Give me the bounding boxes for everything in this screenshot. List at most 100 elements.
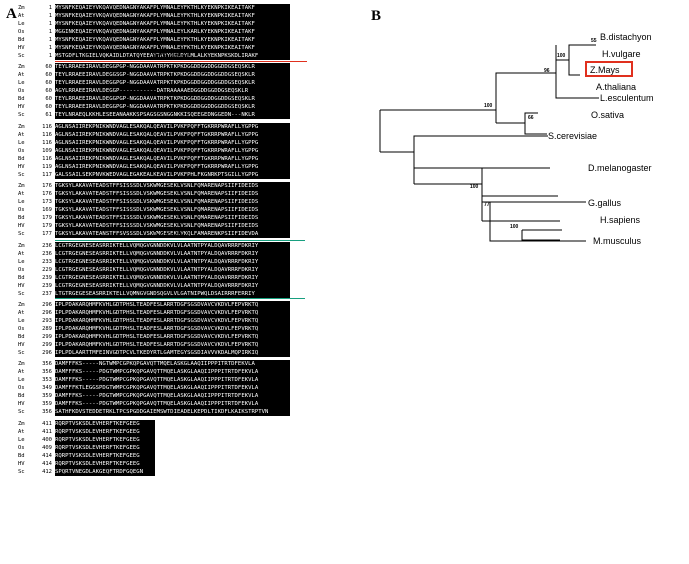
species-label: HV <box>18 223 25 229</box>
sequence-text: TEYLRRAEEIRAVLDEGGPGP-NGGDAAVATRPKTKPKDG… <box>55 79 290 87</box>
species-label: Sc <box>18 469 25 475</box>
residue-position: 411 <box>42 421 52 427</box>
residue-position: 356 <box>42 409 52 415</box>
taxon-o-sativa: O.sativa <box>591 110 624 120</box>
sequence-text: MSTGDFLTKGIELVQKAIDLDTATQYEEAYTAYYNGLDYL… <box>55 52 290 60</box>
sequence-text: AGLNSAIIREKPNIKWNDVAGLESAKQALQEAVILPVKFP… <box>55 147 290 155</box>
residue-position: 177 <box>42 231 52 237</box>
species-label: Bd <box>18 96 25 102</box>
taxon-h-sapiens: H.sapiens <box>600 215 641 225</box>
sequence-text: TGKSYLAKAVATEADSTFFSISSSDLVSKWMGESEKLVSN… <box>55 222 290 230</box>
species-label: Bd <box>18 215 25 221</box>
sequence-text: AGLNSAIIREKPNIKWNDVAGLESAKQALQEAVILPVKFP… <box>55 123 290 131</box>
sequence-text: TEYLRRAEEIRAVLDEGGPGP-NGGDAAVATRPKTKPKDG… <box>55 103 290 111</box>
species-label: Sc <box>18 409 25 415</box>
residue-position: 173 <box>42 199 52 205</box>
species-label: Sc <box>18 112 25 118</box>
residue-position: 412 <box>42 469 52 475</box>
residue-position: 239 <box>42 275 52 281</box>
residue-position: 299 <box>42 334 52 340</box>
sequence-text: LCGTRGEGNESEASRRIKTELLVQMQGVGNNDDKVLVLAA… <box>55 242 290 250</box>
sequence-text: SPQRTVNEGDLAKGEQFTRDFGQEGN <box>55 468 155 476</box>
sequence-text: TGKSYLAKAVATEADSTFFSISSSDLVSKWMGESEKLVSN… <box>55 214 290 222</box>
sequence-text: IPLPDAKARQHMFKVHLGDTPHSLTEADFESLARRTDGFS… <box>55 325 290 333</box>
sequence-text: AGLNSAIIREKPNIKWNDVAGLESAKQALQEAVILPVKFP… <box>55 155 290 163</box>
mit-domain-label: MIT domain <box>154 52 190 60</box>
species-label: Sc <box>18 291 25 297</box>
phylogenetic-tree: B.distachyon H.vulgare Z.Mays A.thaliana… <box>379 32 654 246</box>
residue-position: 116 <box>42 156 52 162</box>
species-label: Bd <box>18 37 25 43</box>
species-label: Le <box>18 318 25 324</box>
species-label: Le <box>18 377 25 383</box>
residue-position: 411 <box>42 429 52 435</box>
aaa-domain-bar <box>55 298 305 299</box>
panel-label-b: B <box>371 8 382 24</box>
residue-position: 60 <box>45 104 52 110</box>
species-label: Zm <box>18 302 25 308</box>
sequence-text: AGLNSAIIREKPNIKWNDVAGLESAKQALQEAVILPVKFP… <box>55 163 290 171</box>
tree-branch <box>496 112 547 135</box>
sequence-text: IPLPDAKARQHMFKVHLGDTPHSLTEADFESLARRTDGFS… <box>55 333 290 341</box>
sequence-text: DAMFFFKS-----NGTWMPCGPKQPGAVQTTMQELASKGL… <box>55 360 290 368</box>
taxon-b-distachyon: B.distachyon <box>600 32 652 42</box>
sequence-text: MYSNFKEQAIEYVKQAVQEDNAGNYAKAFPLYMNALEYFK… <box>55 4 290 12</box>
species-label: Le <box>18 80 25 86</box>
residue-position: 414 <box>42 461 52 467</box>
residue-position: 229 <box>42 267 52 273</box>
species-label: HV <box>18 283 25 289</box>
species-label: At <box>18 132 25 138</box>
species-label: Bd <box>18 275 25 281</box>
residue-position: 299 <box>42 342 52 348</box>
residue-position: 400 <box>42 437 52 443</box>
sequence-text: TEYLNRAEQLKKHLESEEANAAKKSPSAGSGSNGGNKKIS… <box>55 111 290 119</box>
sequence-text: DAMFFFKS-----PDGTWMPCGPKQPGAVQTTMQELASKG… <box>55 376 290 384</box>
species-label: Sc <box>18 350 25 356</box>
residue-position: 119 <box>42 164 52 170</box>
sequence-text: AGLNSAIIREKPNIKWNDVAGLESAKQALQEAVILPVKFP… <box>55 131 290 139</box>
tree-branch <box>380 135 548 184</box>
species-label: Zm <box>18 243 25 249</box>
bootstrap-label: 100 <box>510 224 519 230</box>
taxon-a-thaliana: A.thaliana <box>596 82 636 92</box>
residue-position: 179 <box>42 223 52 229</box>
residue-position: 359 <box>42 401 52 407</box>
sequence-text: RQRPTVSKSDLEVHERFTKEFGEEG <box>55 420 155 428</box>
residue-position: 233 <box>42 259 52 265</box>
residue-position: 1 <box>48 53 52 59</box>
tree-branch <box>482 195 586 242</box>
sequence-text: MGGINKEQAIEYVKQAVQEDNAGNYAKAFPLYMNALEYLK… <box>55 28 290 36</box>
residue-position: 356 <box>42 369 52 375</box>
species-label: Sc <box>18 231 25 237</box>
residue-position: 60 <box>45 80 52 86</box>
taxon-d-melanogaster: D.melanogaster <box>588 163 652 173</box>
species-label: Bd <box>18 334 25 340</box>
residue-position: 293 <box>42 318 52 324</box>
species-label: At <box>18 191 25 197</box>
species-label: HV <box>18 164 25 170</box>
species-label: Bd <box>18 393 25 399</box>
sequence-text: AGLNSAIIREKPNIKWNDVAGLESAKQALQEAVILPVKFP… <box>55 139 290 147</box>
residue-position: 1 <box>48 13 52 19</box>
residue-position: 60 <box>45 96 52 102</box>
species-label: Zm <box>18 5 25 11</box>
sequence-text: RQRPTVSKSDLEVHERFTKEFGEEG <box>55 428 155 436</box>
species-label: HV <box>18 104 25 110</box>
species-label: At <box>18 369 25 375</box>
sequence-text: TGKSYLAKAVATEANSTFFSVSSSDLVSKWMGESEKLVKQ… <box>55 230 290 238</box>
sequence-text: MYSNFKEQAIEYVKQAVQEDNAGNYAKAFPLYMNALEYFK… <box>55 12 290 20</box>
species-label: At <box>18 310 25 316</box>
species-label: Le <box>18 199 25 205</box>
residue-position: 60 <box>45 72 52 78</box>
residue-position: 116 <box>42 124 52 130</box>
taxon-s-cerevisiae: S.cerevisiae <box>548 131 597 141</box>
species-label: HV <box>18 45 25 51</box>
residue-position: 296 <box>42 350 52 356</box>
bootstrap-label: 100 <box>484 103 493 109</box>
sequence-text: IPLPDAKARQHMFKVHLGDTPHSLTEADFESLARRTDGFS… <box>55 317 290 325</box>
species-label: Os <box>18 148 25 154</box>
residue-position: 349 <box>42 385 52 391</box>
species-label: Sc <box>18 53 25 59</box>
sequence-text: LTGTRGEGESEASRRIKTELLVQMNGVGNDSQGVLVLGAT… <box>55 290 290 298</box>
residue-position: 1 <box>48 45 52 51</box>
